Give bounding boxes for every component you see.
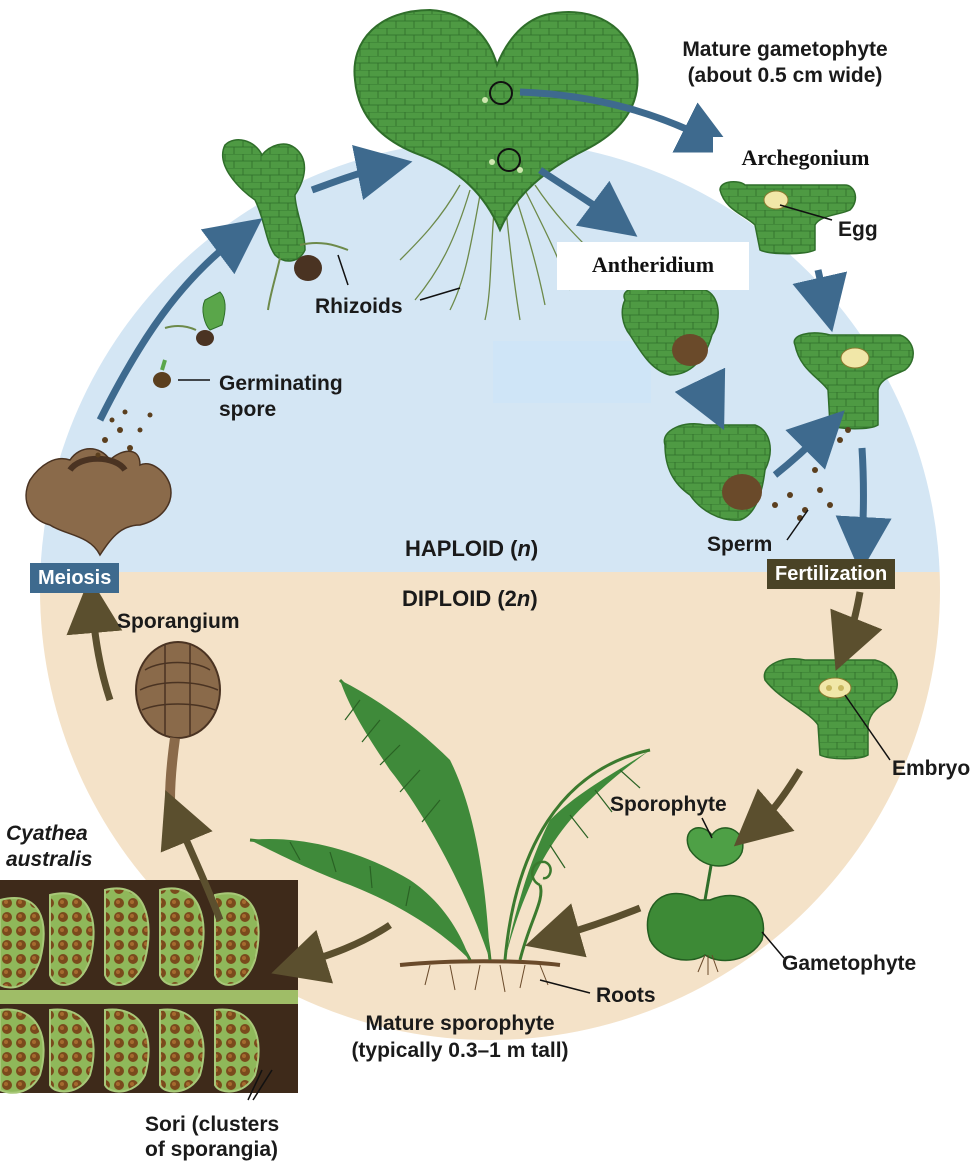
diploid-cycle-arrows bbox=[66, 577, 883, 984]
cyathea-australis-sori-photo bbox=[0, 880, 298, 1094]
mature-sporophyte-size: (typically 0.3–1 m tall) bbox=[351, 1039, 569, 1062]
dehiscing-sporangium-illustration bbox=[25, 409, 172, 557]
sori-label-line1: Sori (clusters bbox=[145, 1113, 280, 1136]
leader-lines bbox=[178, 204, 891, 1101]
cyathea-label-line1: Cyathea bbox=[6, 822, 88, 845]
fertilization-tag: Fertilization bbox=[767, 559, 896, 589]
antheridium-label: Antheridium bbox=[557, 242, 749, 290]
antheridium-illustration bbox=[621, 287, 719, 376]
sperm-label: Sperm bbox=[707, 533, 773, 556]
sori-label-line2: of sporangia) bbox=[145, 1138, 279, 1161]
germinating-spore-label-line1: Germinating bbox=[219, 372, 343, 395]
diploid-label: DIPLOID (2n) bbox=[402, 586, 538, 611]
sporophyte-label: Sporophyte bbox=[610, 793, 727, 816]
embryo-label: Embryo bbox=[892, 757, 971, 780]
roots-label: Roots bbox=[596, 984, 656, 1007]
archegonium-label: Archegonium bbox=[713, 137, 898, 181]
egg-label: Egg bbox=[838, 218, 878, 241]
obscured-label-patch bbox=[493, 341, 651, 403]
meiosis-tag: Meiosis bbox=[30, 563, 120, 593]
mature-sporophyte-title: Mature sporophyte bbox=[365, 1012, 555, 1035]
haploid-label: HAPLOID (n) bbox=[405, 536, 539, 561]
gametophyte-label: Gametophyte bbox=[782, 952, 917, 975]
germinating-spore-label-line2: spore bbox=[219, 398, 277, 421]
archegonium-sperm-entry-illustration bbox=[793, 332, 914, 430]
rhizoids-label: Rhizoids bbox=[315, 295, 403, 318]
cyathea-label-line2: australis bbox=[6, 848, 93, 871]
mature-gametophyte-illustration bbox=[353, 8, 639, 321]
haploid-cycle-arrows bbox=[96, 88, 892, 573]
mature-gametophyte-size: (about 0.5 cm wide) bbox=[687, 64, 883, 87]
mature-sporophyte-illustration bbox=[249, 678, 651, 993]
archegonium-illustration bbox=[719, 180, 857, 255]
young-sporophyte-illustration bbox=[646, 827, 765, 975]
germinating-spore-illustration bbox=[153, 291, 226, 388]
embryo-illustration bbox=[763, 658, 898, 760]
young-gametophyte-illustration bbox=[222, 139, 349, 311]
mature-gametophyte-title: Mature gametophyte bbox=[682, 38, 888, 61]
antheridium-releasing-sperm-illustration bbox=[663, 423, 851, 521]
sporangium-label: Sporangium bbox=[117, 610, 240, 633]
